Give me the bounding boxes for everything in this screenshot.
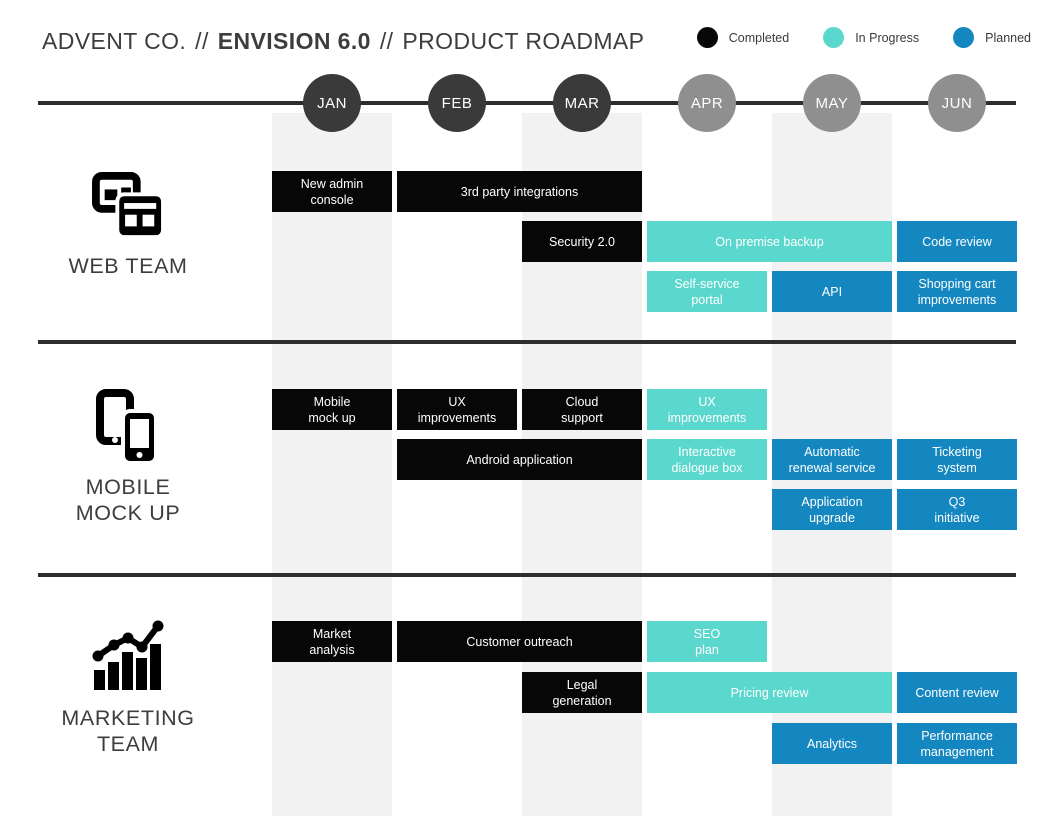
bar-customer-outreach: Customer outreach — [397, 621, 642, 662]
bar-cloud-support: Cloud support — [522, 389, 642, 430]
lane-divider-1 — [38, 340, 1016, 344]
lane-divider-2 — [38, 573, 1016, 577]
bar-android-application: Android application — [397, 439, 642, 480]
month-apr: APR — [678, 74, 736, 132]
bar-api: API — [772, 271, 892, 312]
bar-ux-improvements: UX improvements — [647, 389, 767, 430]
mobile-team-icon — [96, 389, 158, 465]
timeline-axis — [38, 101, 1016, 105]
team-marketing-label: MARKETING TEAM — [61, 706, 195, 756]
bar-seo-plan: SEO plan — [647, 621, 767, 662]
legend-label: Planned — [985, 30, 1031, 45]
bar-new-admin-console: New admin console — [272, 171, 392, 212]
month-jun: JUN — [928, 74, 986, 132]
bar-shopping-cart-improvements: Shopping cart improvements — [897, 271, 1017, 312]
bar-interactive-dialogue-box: Interactive dialogue box — [647, 439, 767, 480]
web-team-icon — [92, 171, 165, 240]
legend-item-planned: Planned — [953, 27, 1031, 48]
title-company: ADVENT CO. — [42, 28, 187, 54]
bar-3rd-party-integrations: 3rd party integrations — [397, 171, 642, 212]
bar-pricing-review: Pricing review — [647, 672, 892, 713]
month-may: MAY — [803, 74, 861, 132]
legend-swatch-completed — [696, 27, 718, 48]
bar-automatic-renewal-service: Automatic renewal service — [772, 439, 892, 480]
bar-legal-generation: Legal generation — [522, 672, 642, 713]
bar-code-review: Code review — [897, 221, 1017, 262]
bar-market-analysis: Market analysis — [272, 621, 392, 662]
bar-content-review: Content review — [897, 672, 1017, 713]
page-title: ADVENT CO. // ENVISION 6.0 // PRODUCT ROADMA… — [42, 27, 644, 55]
legend-item-completed: Completed — [696, 27, 790, 48]
bar-self-service-portal: Self-service portal — [647, 271, 767, 312]
month-mar: MAR — [553, 74, 611, 132]
legend-swatch-inprogress — [823, 27, 845, 48]
title-product: ENVISION 6.0 — [217, 28, 371, 54]
legend-swatch-planned — [953, 27, 975, 48]
title-separator-2: // — [379, 28, 394, 54]
status-legend: Completed In Progress Planned — [696, 27, 1031, 48]
month-feb: FEB — [428, 74, 486, 132]
month-jan: JAN — [303, 74, 361, 132]
bar-analytics: Analytics — [772, 723, 892, 764]
legend-item-inprogress: In Progress — [823, 27, 919, 48]
bar-q3-initiative: Q3 initiative — [897, 489, 1017, 530]
bar-ux-improvements: UX improvements — [397, 389, 517, 430]
bar-mobile-mock-up: Mobile mock up — [272, 389, 392, 430]
bar-on-premise-backup: On premise backup — [647, 221, 892, 262]
bar-application-upgrade: Application upgrade — [772, 489, 892, 530]
title-separator-1: // — [195, 28, 209, 54]
bar-ticketing-system: Ticketing system — [897, 439, 1017, 480]
legend-label: In Progress — [855, 30, 920, 45]
team-web-label: WEB TEAM — [68, 254, 188, 278]
title-suffix: PRODUCT ROADMAP — [402, 28, 645, 54]
bar-performance-management: Performance management — [897, 723, 1017, 764]
team-mobile-label: MOBILE MOCK UP — [75, 475, 181, 525]
marketing-team-icon — [92, 620, 164, 690]
column-stripe-jan — [272, 113, 392, 816]
bar-security-2-0: Security 2.0 — [522, 221, 642, 262]
legend-label: Completed — [728, 30, 790, 45]
